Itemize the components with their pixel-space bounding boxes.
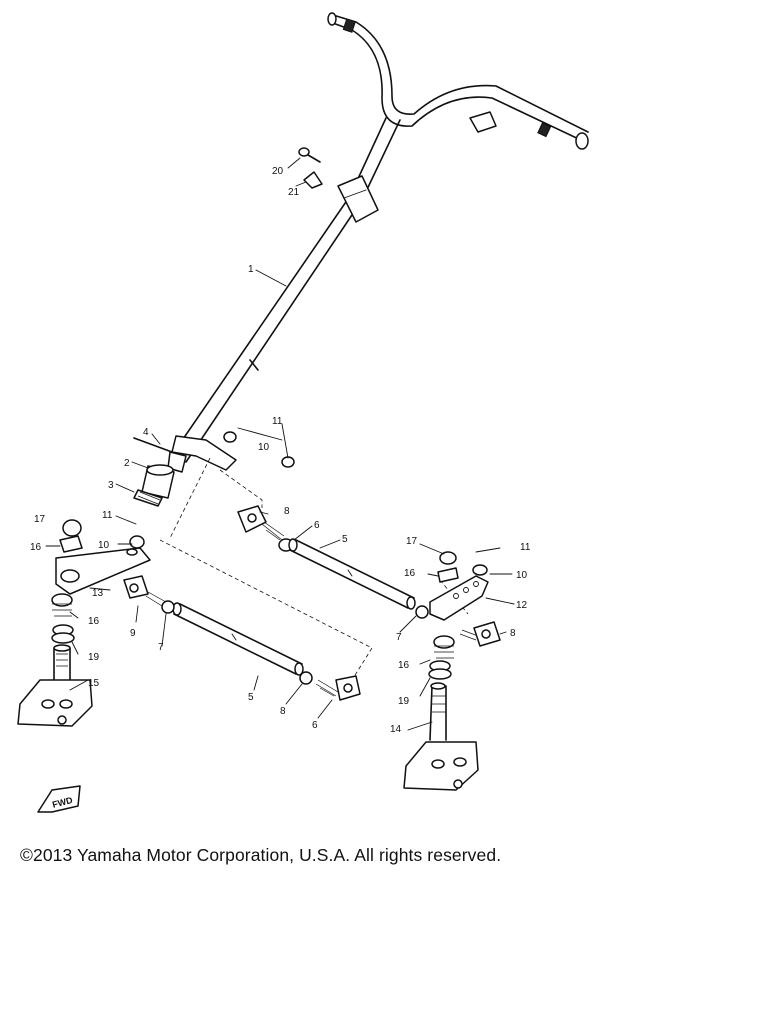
callout-8-right: 8 [510,628,516,639]
callout-11-upper: 11 [272,416,283,427]
column-lower-bracket [167,435,237,473]
callout-7-left: 7 [158,642,164,653]
fwd-arrow-icon: FWD [37,785,81,813]
tie-rod-end-right [415,605,501,647]
callout-14: 14 [390,724,402,735]
callout-13: 13 [92,588,104,599]
callout-10-left: 10 [98,540,110,551]
spindle-right [403,635,479,791]
callout-5-upper: 5 [342,534,348,545]
assembly-guides [159,457,469,681]
callout-17-right: 17 [406,536,418,547]
callout-16-right-top: 16 [404,568,416,579]
spindle-left [17,593,93,727]
callout-7-right: 7 [396,632,402,643]
callout-9: 9 [130,628,136,639]
callout-3: 3 [108,480,114,491]
callout-10-upper: 10 [258,442,270,453]
bushing-set [133,437,175,507]
clamp-bolt [298,147,323,189]
callout-16-left: 16 [88,616,100,627]
callout-15: 15 [88,678,100,689]
tie-rod-upper [288,538,416,610]
knuckle-arm-right [429,547,501,621]
steering-column [169,117,401,463]
steering-exploded-diagram: 20 21 1 11 10 4 2 3 11 8 6 5 17 16 10 13… [17,12,589,813]
callout-4: 4 [143,427,149,438]
tie-rod-lower [172,602,304,676]
copyright-notice: ©2013 Yamaha Motor Corporation, U.S.A. A… [20,845,502,865]
callout-19-right: 19 [398,696,410,707]
callout-6-lower: 6 [312,720,318,731]
callout-2: 2 [124,458,130,469]
tie-rod-end-lower [299,671,361,701]
callout-11-left: 11 [102,510,113,521]
callout-8-center: 8 [284,506,290,517]
callout-11-right: 11 [520,542,531,553]
callout-20: 20 [272,166,284,177]
callout-16-left-top: 16 [30,542,42,553]
callout-21: 21 [288,187,300,198]
tie-rod-end-center [237,505,294,552]
callout-1: 1 [248,264,254,275]
column-bolt [223,423,295,468]
tie-rod-end-left [123,575,175,614]
knuckle-arm-left [55,515,151,595]
callout-6-center: 6 [314,520,320,531]
callout-12: 12 [516,600,528,611]
callouts: 20 21 1 11 10 4 2 3 11 8 6 5 17 16 10 13… [30,166,531,735]
callout-10-right: 10 [516,570,528,581]
callout-8-lower: 8 [280,706,286,717]
leader-lines [45,157,515,731]
handlebar [327,12,589,150]
callout-19-left: 19 [88,652,100,663]
callout-5-lower: 5 [248,692,254,703]
callout-17-left: 17 [34,514,46,525]
callout-16-right: 16 [398,660,410,671]
